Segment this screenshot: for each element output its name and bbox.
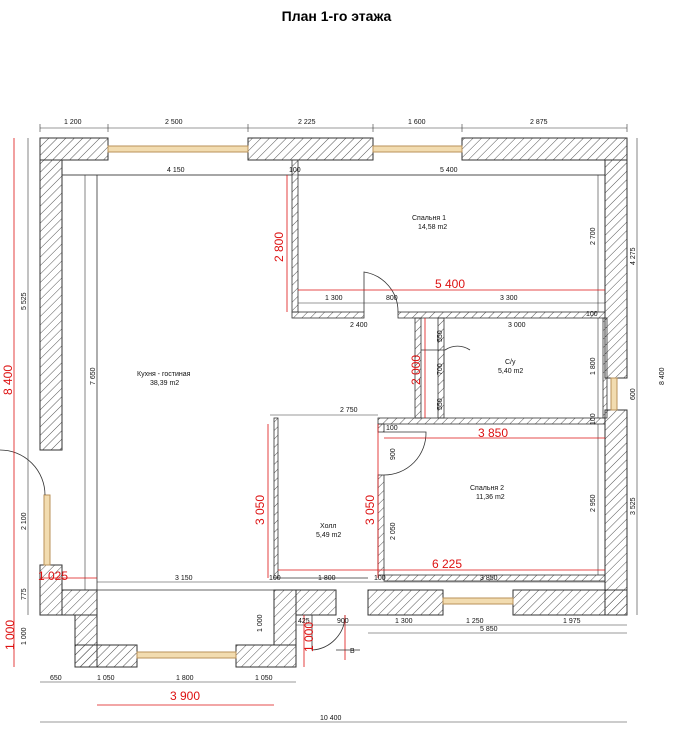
room-hall-area: 5,49 m2 xyxy=(316,532,341,539)
page-title: План 1-го этажа xyxy=(281,8,392,24)
dim-top-1: 1 200 xyxy=(64,119,82,126)
red-5400: 5 400 xyxy=(435,277,465,291)
dim-top-2: 2 500 xyxy=(165,119,183,126)
red-dimension-lines xyxy=(13,138,605,706)
red-1000-a: 1 000 xyxy=(3,620,17,650)
windows xyxy=(43,145,618,659)
red-6225: 6 225 xyxy=(432,557,462,571)
red-3050-a: 3 050 xyxy=(253,495,267,525)
red-2800: 2 800 xyxy=(272,232,286,262)
dim-mid-5: 3 000 xyxy=(508,322,526,329)
dim-right-5: 2 700 xyxy=(590,227,597,245)
exterior-walls xyxy=(39,137,628,668)
dim-b-1: 3 150 xyxy=(175,575,193,582)
dim-inner-2: 100 xyxy=(289,167,301,174)
red-3900: 3 900 xyxy=(170,689,200,703)
room-kitchen-name: Кухня - гостиная xyxy=(137,371,191,378)
room-bedroom1-area: 14,58 m2 xyxy=(418,224,447,231)
dim-mid-7: 100 xyxy=(586,311,598,318)
room-bedroom1-name: Спальня 1 xyxy=(412,215,446,222)
dim-b-7: 900 xyxy=(337,618,349,625)
dim-iv-2: 700 xyxy=(437,363,444,375)
room-wc-name: С/у xyxy=(505,359,516,366)
dim-left-5: 1 000 xyxy=(21,627,28,645)
vertical-dimension-labels: 5 525 7 650 2 100 775 1 000 4 275 8 400 … xyxy=(21,227,666,645)
dim-left-2: 7 650 xyxy=(90,367,97,385)
red-dimension-labels: 8 400 2 800 5 400 2 000 3 850 3 050 3 05… xyxy=(1,232,508,703)
dim-b-6: 425 xyxy=(298,618,310,625)
dim-b-4: 100 xyxy=(374,575,386,582)
interior-walls xyxy=(273,159,608,582)
dim-top-5: 2 875 xyxy=(530,119,548,126)
red-2000: 2 000 xyxy=(409,355,423,385)
dim-left-3: 2 100 xyxy=(21,512,28,530)
room-bedroom2-area: 11,36 m2 xyxy=(476,494,505,501)
dim-iv-7: 100 xyxy=(590,413,597,425)
room-bedroom2-name: Спальня 2 xyxy=(470,485,504,492)
dim-right-7: 2 950 xyxy=(590,494,597,512)
dim-right-2: 8 400 xyxy=(659,367,666,385)
dim-mid-4: 2 400 xyxy=(350,322,368,329)
dim-iv-3: 550 xyxy=(437,398,444,410)
dim-iv-4: 900 xyxy=(390,448,397,460)
dimension-labels: 1 200 2 500 2 225 1 600 2 875 4 150 100 … xyxy=(50,119,598,722)
red-3850: 3 850 xyxy=(478,426,508,440)
dim-mid-8: 100 xyxy=(386,425,398,432)
room-labels: Спальня 1 14,58 m2 Кухня - гостиная 38,3… xyxy=(137,215,523,539)
doors xyxy=(0,271,471,651)
dim-iv-6: 1 000 xyxy=(257,614,264,632)
dim-left-1: 5 525 xyxy=(21,292,28,310)
room-outlines xyxy=(39,174,605,615)
dim-inner-3: 5 400 xyxy=(440,167,458,174)
entry-marker-label: B xyxy=(350,648,355,655)
dim-bot-2: 1 050 xyxy=(97,675,115,682)
room-wc-area: 5,40 m2 xyxy=(498,368,523,375)
dim-right-3: 3 525 xyxy=(630,497,637,515)
dim-b-8: 1 300 xyxy=(395,618,413,625)
red-3050-b: 3 050 xyxy=(363,495,377,525)
dim-b-3: 1 800 xyxy=(318,575,336,582)
red-8400: 8 400 xyxy=(1,365,15,395)
dim-mid-3: 3 300 xyxy=(500,295,518,302)
dim-bot-1: 650 xyxy=(50,675,62,682)
dim-right-4: 600 xyxy=(630,388,637,400)
dim-bot-3: 1 800 xyxy=(176,675,194,682)
room-hall-name: Холл xyxy=(320,523,337,530)
dim-right-1: 4 275 xyxy=(630,247,637,265)
red-1000-b: 1 000 xyxy=(302,622,316,652)
dim-left-4: 775 xyxy=(21,588,28,600)
entry-marker: B xyxy=(336,615,360,660)
dim-iv-1: 550 xyxy=(437,330,444,342)
dim-b-2: 100 xyxy=(269,575,281,582)
dim-right-6: 1 800 xyxy=(590,357,597,375)
dim-inner-1: 4 150 xyxy=(167,167,185,174)
dim-mid-2: 800 xyxy=(386,295,398,302)
dim-b-5: 3 850 xyxy=(480,575,498,582)
dim-mid-6: 2 750 xyxy=(340,407,358,414)
red-1025: 1 025 xyxy=(38,569,68,583)
room-kitchen-area: 38,39 m2 xyxy=(150,380,179,387)
dim-top-3: 2 225 xyxy=(298,119,316,126)
dim-b-9: 1 250 xyxy=(466,618,484,625)
dim-top-4: 1 600 xyxy=(408,119,426,126)
dimension-lines xyxy=(27,124,638,723)
dim-bot-5: 10 400 xyxy=(320,715,342,722)
dim-bot-4: 1 050 xyxy=(255,675,273,682)
dim-b-10: 1 975 xyxy=(563,618,581,625)
dim-mid-1: 1 300 xyxy=(325,295,343,302)
dim-iv-5: 2 050 xyxy=(390,522,397,540)
dim-b-11: 5 850 xyxy=(480,626,498,633)
